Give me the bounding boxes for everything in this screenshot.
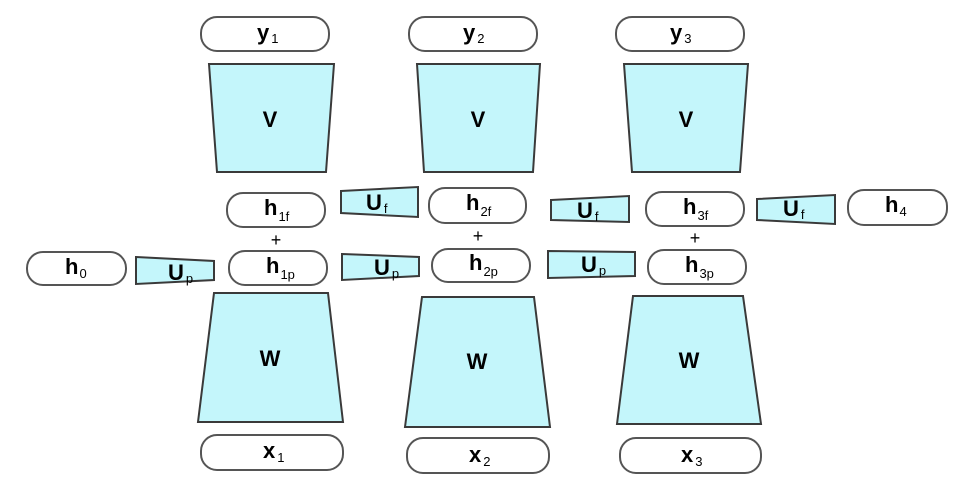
node-h4-label: h4 [885,192,907,219]
v-block-1-label: V [263,107,278,132]
up-block-1 [135,255,215,286]
w-block-3-label: W [679,348,700,373]
uf-block-1 [340,185,419,219]
w-block-2 [403,296,552,428]
uf-block-2 [550,194,630,224]
up-block-2 [341,252,420,282]
v-block-3 [622,63,750,173]
node-h2f [428,187,527,224]
node-y3 [615,16,745,52]
node-h1p [228,250,328,286]
node-x1 [200,434,344,471]
node-x3 [619,437,762,474]
node-h3f [645,191,745,227]
plus-sign-2: + [473,226,484,246]
node-h3f-label: h3f [683,194,709,223]
v-block-1 [207,63,336,173]
up-block-3 [547,249,636,280]
node-h1p-label: h1p [266,253,295,282]
node-h4 [847,189,948,226]
node-y2 [408,16,538,52]
node-h2p-label: h2p [469,250,498,279]
node-h2f-label: h2f [466,190,492,219]
node-h1f-label: h1f [264,195,290,224]
node-x2 [406,437,550,474]
node-h2p [431,248,531,283]
node-h3p-label: h3p [685,252,714,281]
node-h3p [647,249,747,285]
v-block-2 [415,63,542,173]
w-block-1-label: W [260,346,281,371]
node-y1 [200,16,330,52]
w-block-2-label: W [467,349,488,374]
plus-sign-1: + [271,230,282,250]
node-h0 [26,251,127,286]
v-block-2-label: V [471,107,486,132]
plus-sign-3: + [690,228,701,248]
uf-block-3 [756,193,836,226]
node-h0-label: h0 [65,254,87,281]
w-block-3 [615,295,763,425]
node-h1f [226,192,326,228]
v-block-3-label: V [679,107,694,132]
w-block-1 [196,292,345,423]
